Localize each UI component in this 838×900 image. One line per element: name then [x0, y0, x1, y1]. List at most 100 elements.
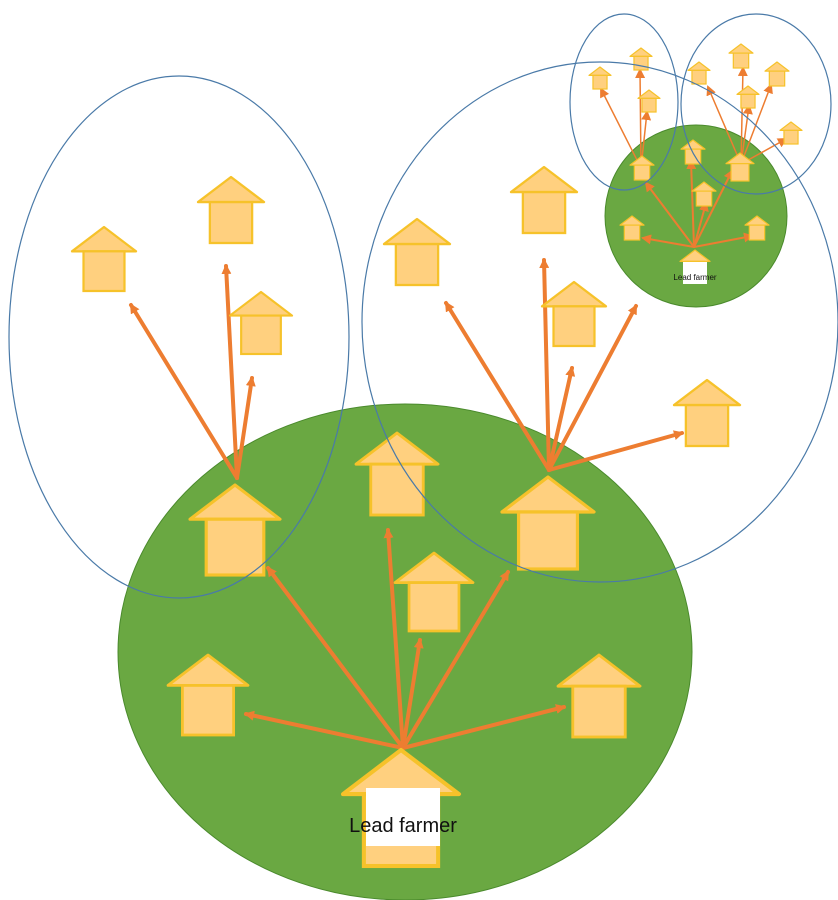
house-icon	[619, 215, 645, 241]
house-body	[684, 403, 730, 448]
house-body	[730, 163, 750, 182]
house-icon	[736, 85, 760, 109]
spread-arrow	[444, 301, 551, 472]
spread-arrow	[600, 87, 642, 169]
spread-arrow	[129, 303, 239, 480]
house-icon	[629, 155, 655, 181]
house-icon	[70, 225, 138, 293]
spread-arrow	[401, 570, 510, 750]
house-icon	[637, 89, 661, 113]
spread-arrow	[547, 430, 684, 472]
house-body	[180, 684, 235, 737]
spread-arrow	[644, 181, 695, 248]
house-roof	[588, 66, 612, 76]
house-icon	[672, 378, 742, 448]
spread-arrow	[693, 169, 733, 248]
main-lead-farmer-label: Lead farmer	[349, 815, 457, 837]
house-icon	[382, 217, 452, 287]
spread-arrow	[547, 304, 638, 472]
spread-arrow	[539, 258, 551, 472]
spread-arrow	[235, 376, 256, 480]
house-roof	[540, 280, 608, 308]
spread-arrow	[740, 83, 773, 165]
house-body	[394, 242, 440, 287]
house-body	[369, 462, 425, 517]
house-roof	[728, 43, 754, 54]
house-body	[204, 517, 266, 577]
house-body	[516, 510, 580, 571]
house-icon	[188, 483, 282, 577]
house-roof	[70, 225, 138, 253]
house-icon	[691, 181, 717, 207]
house-roof	[687, 61, 711, 71]
small-lead-farmer-label-box	[683, 262, 707, 284]
house-icon	[393, 551, 475, 633]
house-body	[641, 97, 657, 113]
house-icon	[779, 121, 803, 145]
house-body	[695, 190, 713, 207]
house-icon	[509, 165, 579, 235]
house-icon	[354, 431, 440, 517]
network-ellipses	[8, 13, 838, 599]
house-icon	[764, 61, 790, 87]
house-icon	[540, 280, 608, 348]
spread-arrow	[383, 528, 405, 750]
house-body	[82, 250, 126, 293]
spread-arrow	[547, 366, 576, 472]
house-body	[208, 200, 254, 245]
house-body	[748, 224, 766, 241]
right-network-ellipse	[361, 61, 838, 583]
house-body	[552, 305, 596, 348]
house-icon	[588, 66, 612, 90]
house-body	[633, 55, 649, 71]
main-lead-farmer-label-box	[366, 788, 440, 846]
house-roof	[509, 165, 579, 194]
house-body	[732, 52, 750, 69]
house-body	[768, 70, 786, 87]
house-icon	[629, 47, 653, 71]
lead-farmer-labels: Lead farmer Lead farmer	[349, 262, 717, 846]
house-icon	[687, 61, 711, 85]
spread-arrow	[221, 264, 239, 480]
spread-arrow	[401, 704, 566, 750]
house-body	[592, 74, 608, 90]
small-lead-farmer-label: Lead farmer	[673, 273, 716, 282]
house-body	[623, 224, 641, 241]
spread-arrow	[244, 710, 405, 750]
spread-arrow	[641, 234, 695, 248]
house-body	[783, 129, 799, 145]
small-right-network-ellipse	[680, 13, 832, 195]
spread-arrow	[706, 85, 742, 165]
house-body	[521, 190, 567, 235]
spread-arrow	[737, 66, 748, 165]
house-roof	[764, 61, 790, 72]
house-icon	[556, 653, 642, 739]
spread-arrow	[693, 201, 709, 248]
house-icon	[500, 475, 596, 571]
house-icon	[728, 43, 754, 69]
house-icon	[744, 215, 770, 241]
house-icon	[228, 290, 294, 356]
house-body	[740, 93, 756, 109]
house-roof	[629, 47, 653, 57]
spread-arrow	[401, 638, 424, 750]
house-body	[691, 69, 707, 85]
spread-arrow	[266, 566, 405, 750]
house-body	[240, 314, 282, 356]
spread-arrows	[129, 66, 788, 750]
house-roof	[672, 378, 742, 407]
house-body	[633, 164, 651, 181]
house-icon	[166, 653, 250, 737]
house-roof	[382, 217, 452, 246]
house-roof	[228, 290, 294, 317]
house-roof	[779, 121, 803, 131]
house-body	[407, 581, 461, 633]
house-icon	[196, 175, 266, 245]
house-roof	[736, 85, 760, 95]
spread-arrow	[686, 159, 697, 248]
spread-arrow	[693, 232, 754, 248]
farmer-houses	[70, 43, 803, 869]
small-left-network-ellipse	[569, 13, 679, 191]
spread-arrow	[635, 68, 646, 169]
